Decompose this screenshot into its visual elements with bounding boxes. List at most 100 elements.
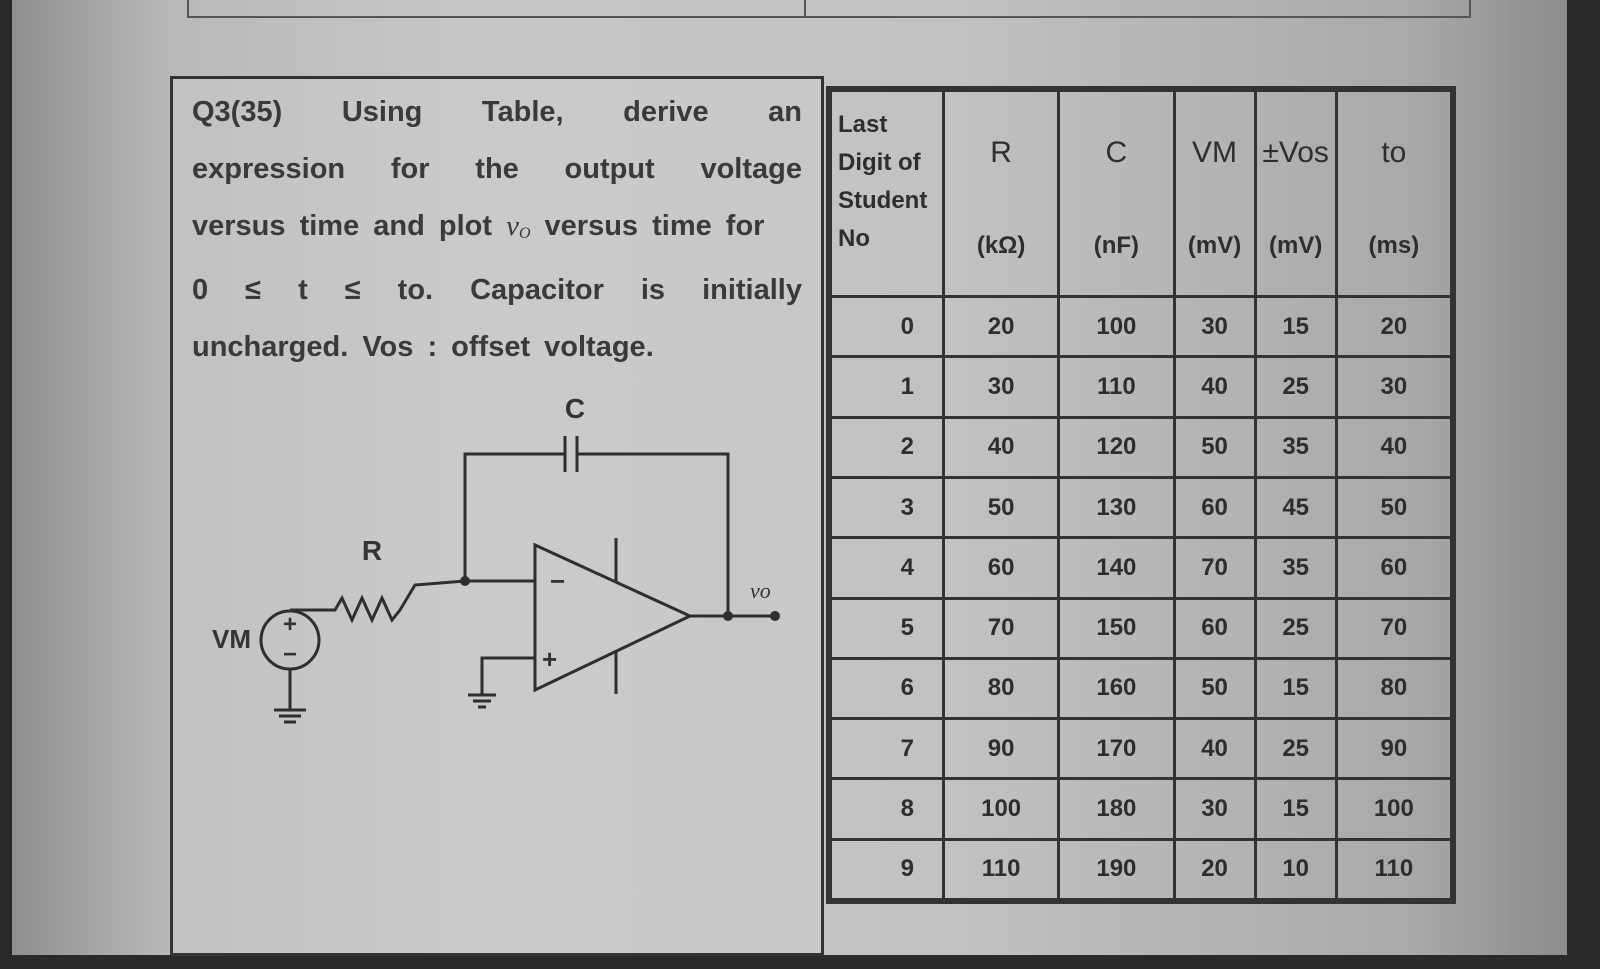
source-plus: + [283, 611, 297, 638]
value-cell: 15 [1253, 777, 1338, 841]
value-cell: 80 [1334, 656, 1454, 721]
value-cell: 40 [1172, 717, 1257, 781]
value-cell: 130 [1057, 475, 1176, 540]
value-cell: 60 [1172, 475, 1257, 540]
value-cell: 90 [941, 717, 1061, 781]
value-cell: 110 [941, 837, 1061, 902]
value-cell: 80 [941, 656, 1061, 721]
value-cell: 100 [1057, 295, 1176, 359]
output-label: vo [750, 578, 771, 603]
value-cell: 35 [1253, 415, 1338, 479]
value-cell: 50 [1172, 415, 1257, 479]
parameters-table: Last Digit of Student No R(kΩ) C(nF) VM(… [829, 88, 1454, 902]
value-cell: 170 [1057, 717, 1176, 781]
value-cell: 60 [941, 536, 1061, 600]
value-cell: 160 [1057, 656, 1176, 721]
value-cell: 100 [1334, 777, 1454, 841]
student-digit-cell: 1 [829, 355, 945, 419]
feedback-wire-right [577, 452, 730, 616]
value-cell: 60 [1172, 596, 1257, 660]
value-cell: 190 [1057, 837, 1176, 902]
value-cell: 150 [1057, 596, 1176, 660]
header-student-digit: Last Digit of Student No [829, 88, 945, 299]
student-digit-cell: 0 [829, 295, 945, 359]
value-cell: 30 [1172, 777, 1257, 841]
feedback-wire [463, 452, 565, 581]
question-line-4: 0 ≤ t ≤ to. Capacitor is initially [192, 274, 802, 306]
value-cell: 60 [1334, 536, 1454, 600]
value-cell: 140 [1057, 536, 1176, 600]
value-cell: 30 [1334, 355, 1454, 419]
value-cell: 120 [1057, 415, 1176, 479]
value-cell: 20 [1172, 837, 1257, 902]
value-cell: 70 [1334, 596, 1454, 660]
value-cell: 110 [1334, 837, 1454, 902]
noninverting-input-label: + [542, 644, 557, 674]
source-minus: − [283, 641, 297, 668]
student-digit-cell: 4 [829, 536, 945, 600]
value-cell: 50 [1334, 475, 1454, 540]
vo-symbol: vO [506, 210, 531, 242]
value-cell: 90 [1334, 717, 1454, 781]
value-cell: 40 [941, 415, 1061, 479]
question-line-5: uncharged. Vos : offset voltage. [192, 331, 654, 363]
student-digit-cell: 9 [829, 837, 945, 902]
student-digit-cell: 3 [829, 475, 945, 540]
header-to: to(ms) [1334, 88, 1454, 299]
value-cell: 25 [1253, 596, 1338, 660]
question-line-1: Q3(35) Using Table, derive an [192, 84, 802, 141]
previous-table-edge [187, 0, 1471, 18]
value-cell: 40 [1172, 355, 1257, 419]
value-cell: 180 [1057, 777, 1176, 841]
value-cell: 30 [941, 355, 1061, 419]
capacitor-label: C [565, 393, 585, 424]
source-label: VM [212, 624, 251, 654]
header-r: R(kΩ) [941, 88, 1061, 299]
student-digit-cell: 8 [829, 777, 945, 841]
value-cell: 50 [1172, 656, 1257, 721]
header-vm: VM(mV) [1172, 88, 1257, 299]
value-cell: 10 [1253, 837, 1338, 902]
value-cell: 25 [1253, 355, 1338, 419]
question-line-3: versus time and plot vO versus time for [192, 210, 765, 242]
value-cell: 35 [1253, 536, 1338, 600]
student-digit-cell: 2 [829, 415, 945, 479]
value-cell: 30 [1172, 295, 1257, 359]
value-cell: 15 [1253, 295, 1338, 359]
question-line-2: expression for the output voltage [192, 153, 802, 185]
header-c: C(nF) [1057, 88, 1176, 299]
value-cell: 20 [941, 295, 1061, 359]
value-cell: 45 [1253, 475, 1338, 540]
resistor-symbol [290, 579, 535, 624]
parameters-table-frame: Last Digit of Student No R(kΩ) C(nF) VM(… [826, 86, 1456, 904]
value-cell: 15 [1253, 656, 1338, 721]
inverting-input-label: − [550, 566, 565, 596]
student-digit-cell: 7 [829, 717, 945, 781]
value-cell: 20 [1334, 295, 1454, 359]
question-label: Q3(35) [192, 96, 283, 128]
question-panel [170, 76, 824, 956]
value-cell: 40 [1334, 415, 1454, 479]
student-digit-cell: 5 [829, 596, 945, 660]
value-cell: 70 [1172, 536, 1257, 600]
value-cell: 50 [941, 475, 1061, 540]
header-vos: ±Vos(mV) [1253, 88, 1338, 299]
integrator-circuit-diagram: C R VM + − − + vo [212, 393, 780, 724]
value-cell: 100 [941, 777, 1061, 841]
resistor-label: R [362, 535, 382, 566]
value-cell: 25 [1253, 717, 1338, 781]
op-amp-symbol [533, 542, 694, 693]
question-text: Q3(35) Using Table, derive an expression… [192, 84, 802, 376]
value-cell: 110 [1057, 355, 1176, 419]
value-cell: 70 [941, 596, 1061, 660]
